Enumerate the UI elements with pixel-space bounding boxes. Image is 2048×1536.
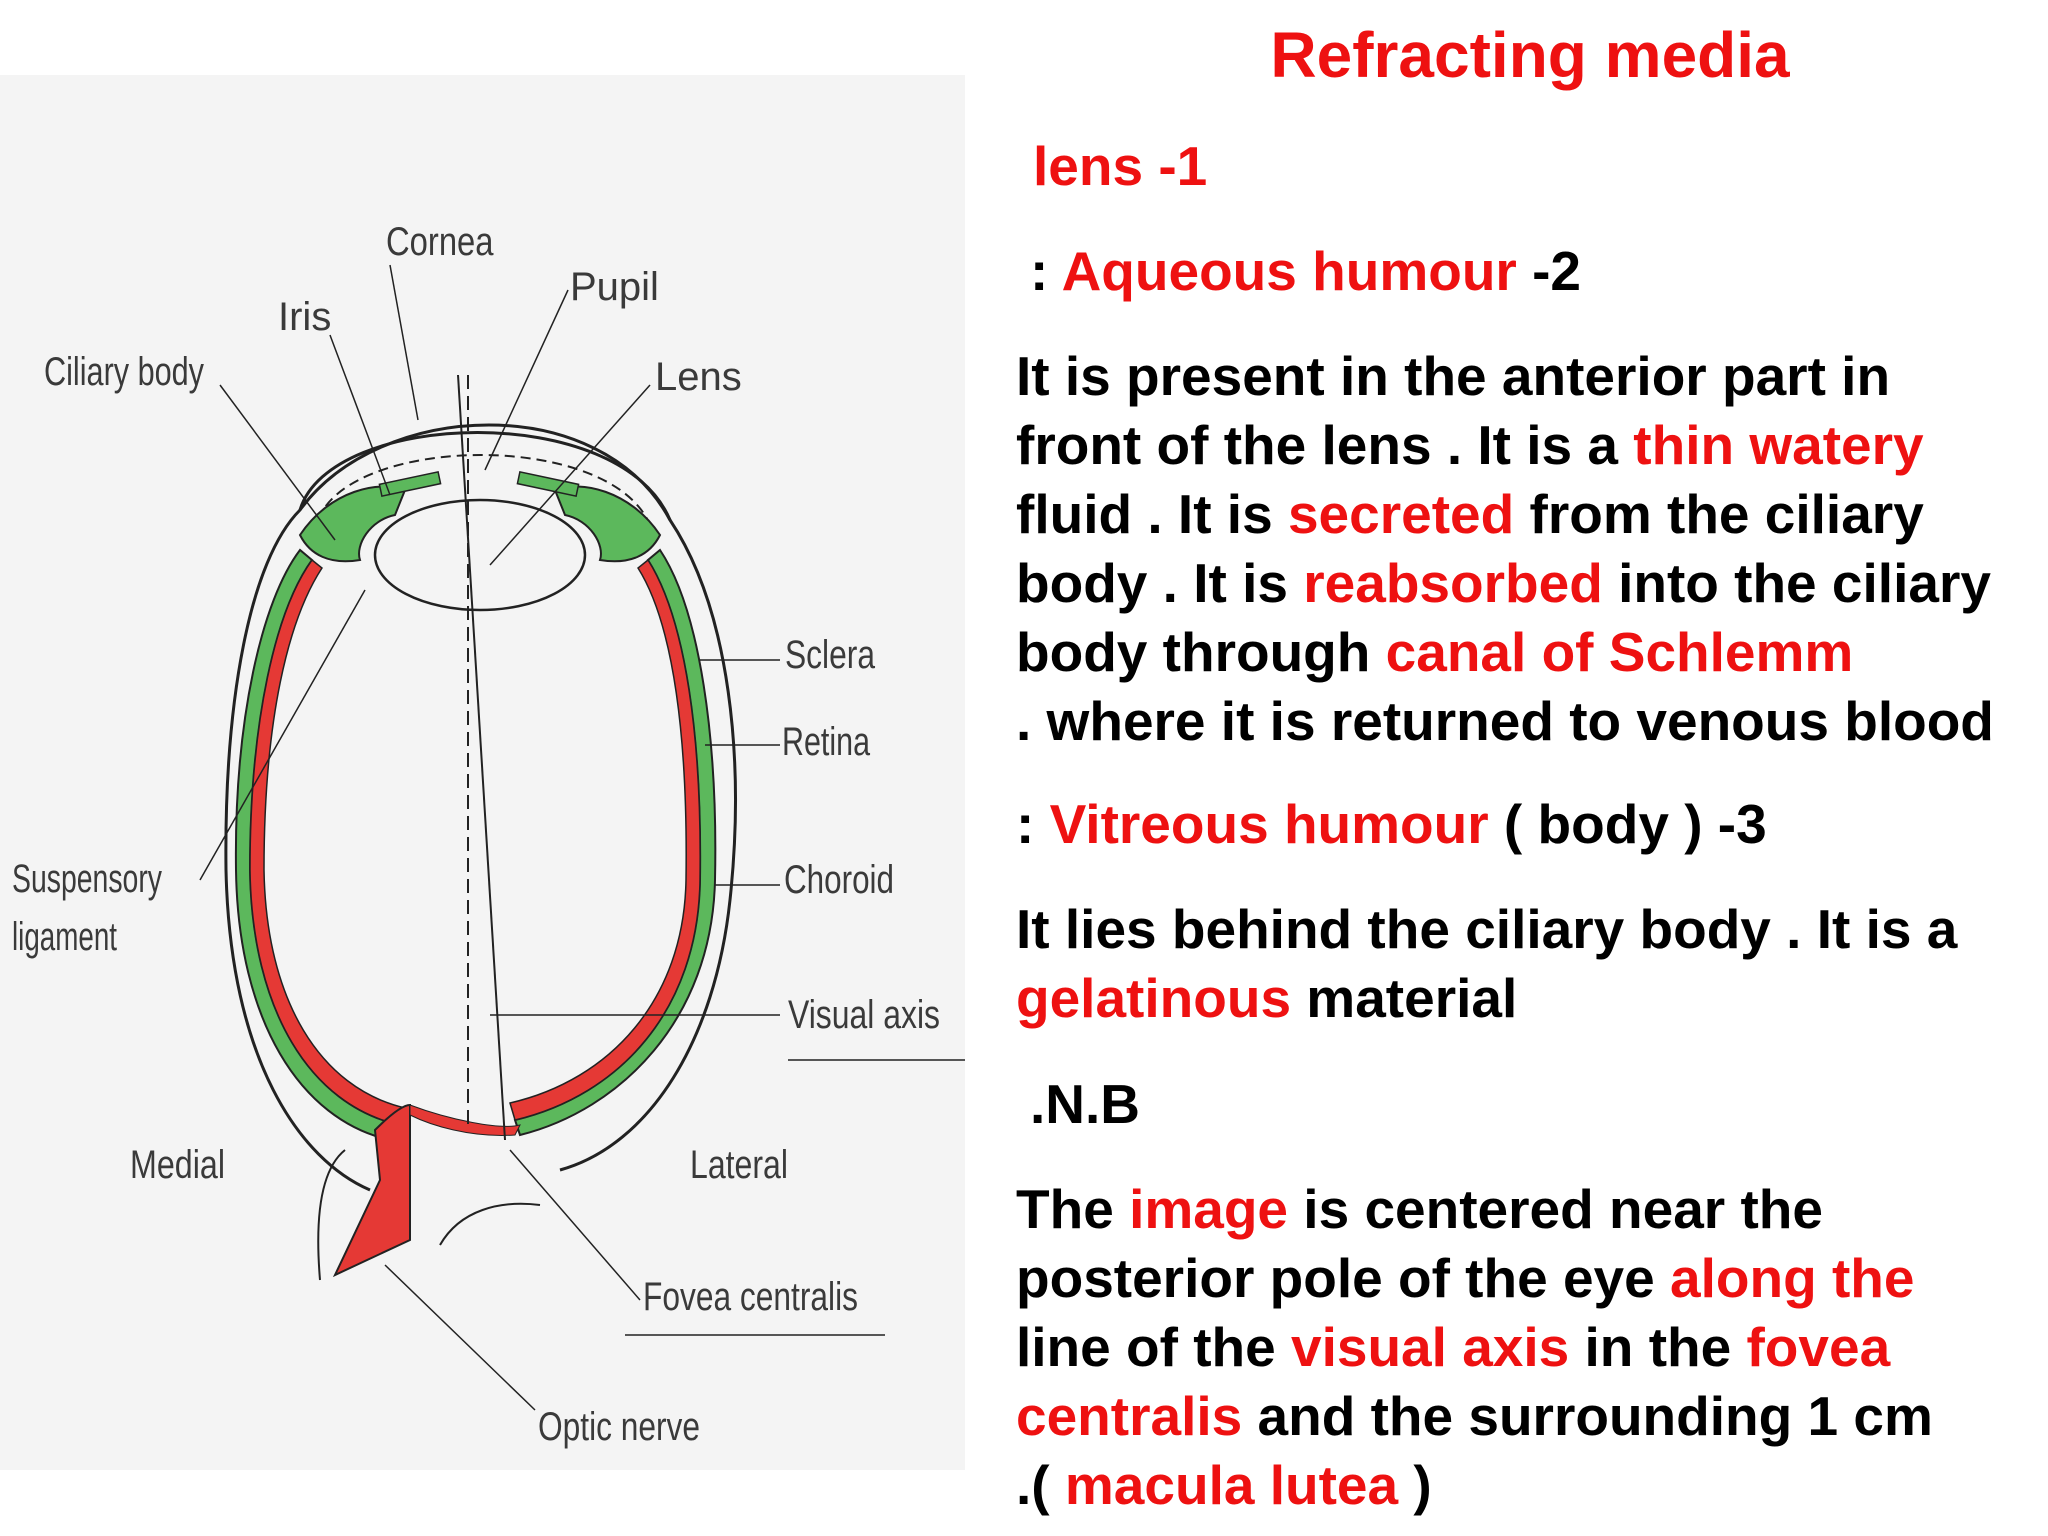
ciliary-body-right [553, 485, 662, 563]
item-lens: lens -1 [1033, 135, 1208, 197]
label-retina: Retina [782, 720, 871, 764]
label-choroid: Choroid [784, 858, 894, 902]
label-lateral: Lateral [690, 1143, 788, 1187]
label-medial: Medial [130, 1143, 225, 1187]
nb-paragraph: The image is centered near the posterior… [1016, 1178, 1933, 1516]
retina-layer-right [509, 558, 701, 1121]
label-fovea: Fovea centralis [643, 1275, 858, 1319]
lens-shape [373, 498, 587, 612]
optic-nerve-shape [332, 1103, 411, 1278]
item-aqueous-humour: : Aqueous humour -2 [1030, 240, 1582, 302]
label-sclera: Sclera [785, 633, 876, 677]
label-ligament: ligament [12, 915, 117, 959]
label-cornea: Cornea [386, 219, 494, 264]
label-suspensory: Suspensory [12, 857, 162, 901]
label-iris: Iris [278, 295, 331, 339]
vitreous-paragraph: It lies behind the ciliary body . It is … [1016, 898, 1958, 1029]
aqueous-paragraph: It is present in the anterior part in fr… [1016, 345, 1994, 752]
label-pupil: Pupil [570, 265, 659, 309]
eye-diagram-panel: Cornea Pupil Iris Ciliary body Lens Scle… [0, 75, 965, 1470]
label-optic-nerve: Optic nerve [538, 1405, 700, 1449]
label-visual-axis: Visual axis [788, 993, 940, 1037]
retina-layer [249, 558, 406, 1126]
label-ciliary-body: Ciliary body [44, 350, 204, 394]
label-lens: Lens [655, 355, 742, 399]
choroid-layer-right [513, 548, 717, 1137]
cornea-outline [298, 431, 672, 521]
slide-title: Refracting media [1270, 19, 1790, 91]
visual-axis-line [457, 374, 506, 1141]
ciliary-body-left [298, 485, 407, 563]
item-vitreous-humour: : Vitreous humour ( body ) -3 [1016, 793, 1767, 855]
eye-diagram: Cornea Pupil Iris Ciliary body Lens Scle… [12, 219, 965, 1449]
sclera-outline [224, 423, 737, 1192]
nb-heading: .N.B [1030, 1073, 1140, 1135]
